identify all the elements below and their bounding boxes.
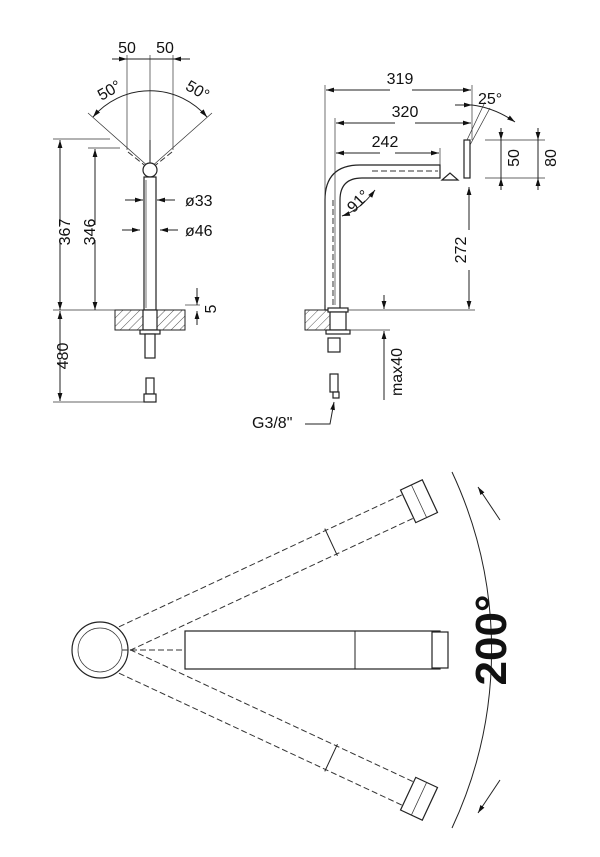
height-spout-label: 346	[82, 219, 99, 246]
width-right-label: 50	[156, 40, 174, 57]
bend-angle-label: 91°	[344, 187, 373, 216]
clearance-height-label: 272	[453, 237, 470, 264]
diameter-outer-label: ø46	[185, 223, 213, 240]
head-height-small-label: 50	[506, 149, 523, 167]
height-total-label: 367	[57, 219, 74, 246]
diameter-inner-label: ø33	[185, 193, 213, 210]
reach-arm-label: 242	[372, 134, 399, 151]
hose-length-label: 480	[55, 343, 72, 370]
swivel-angle-label: 200°	[467, 594, 516, 685]
width-left-label: 50	[118, 40, 136, 57]
head-height-large-label: 80	[543, 149, 560, 167]
top-view: 200°	[71, 471, 516, 829]
side-view: 319 320 242 25° 91° 50 80 272 max40 G3/	[252, 71, 560, 432]
reach-total-label: 319	[387, 71, 414, 88]
counter-max-label: max40	[389, 348, 406, 396]
reach-spout-label: 320	[392, 104, 419, 121]
angle-left-label: 50°	[95, 78, 124, 105]
tilt-angle-label: 25°	[478, 91, 502, 108]
thread-label: G3/8"	[252, 415, 292, 432]
front-view: 50 50 50° 50° 367 346 480 ø33	[53, 40, 220, 403]
base-thickness-label: 5	[203, 304, 220, 313]
